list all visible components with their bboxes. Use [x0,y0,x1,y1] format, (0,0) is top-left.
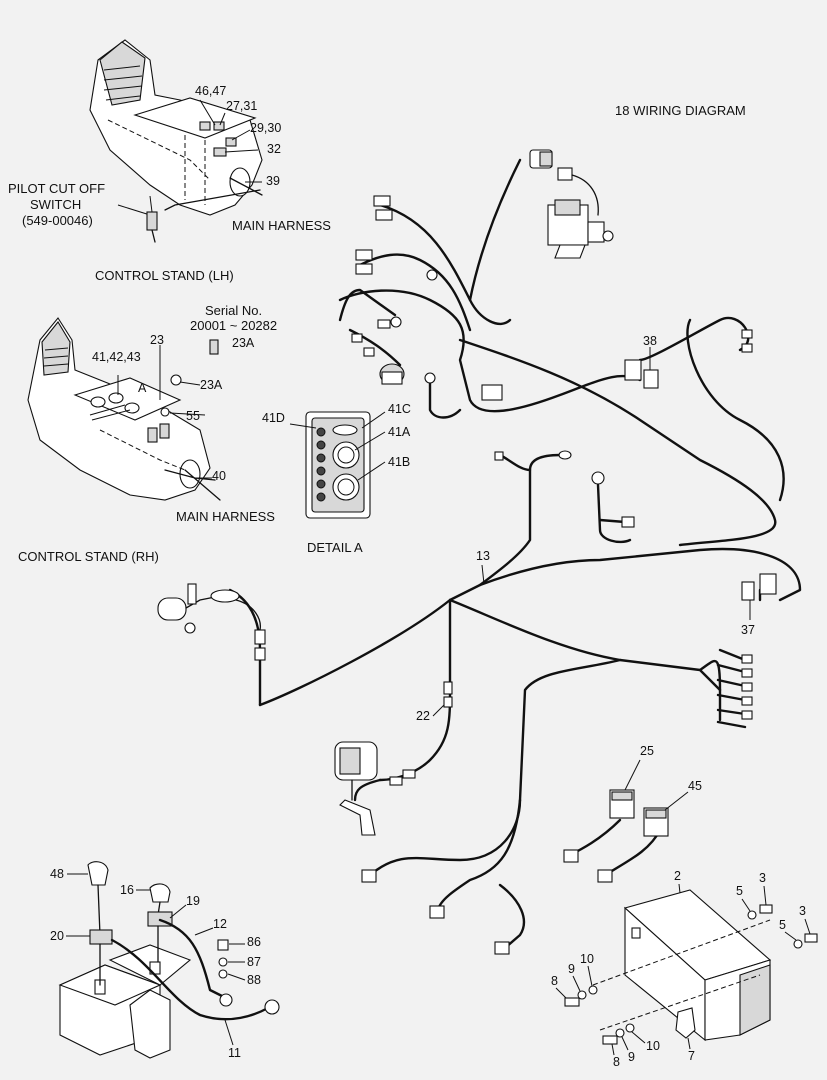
diagram-title: 18 WIRING DIAGRAM [615,103,746,118]
callouts-lh: 46,47 27,31 29,30 32 39 PILOT CUT OFF SW… [8,84,331,283]
callouts-battery: 48 16 19 12 20 86 87 88 11 [50,867,261,1060]
callout-20: 20 [50,929,64,943]
callout-46-47: 46,47 [195,84,226,98]
callout-41d: 41D [262,411,285,425]
battery-cover [564,889,818,1045]
callout-23: 23 [150,333,164,347]
callout-23a: 23A [200,378,223,392]
callouts-detail: 41D 41C 41A 41B DETAIL A [262,402,411,555]
callout-41c: 41C [388,402,411,416]
callout-8b: 8 [613,1055,620,1069]
callout-37: 37 [741,623,755,637]
callout-3a: 3 [759,871,766,885]
main-harness-rh: MAIN HARNESS [176,509,275,524]
detail-a-panel [289,411,386,519]
callout-41b: 41B [388,455,410,469]
callout-3b: 3 [799,904,806,918]
callout-48: 48 [50,867,64,881]
callout-40: 40 [212,469,226,483]
callouts-rh: Serial No. 20001 ~ 20282 23A 23 41,42,43… [18,303,277,564]
callout-45: 45 [688,779,702,793]
callout-41-42-43: 41,42,43 [92,350,141,364]
detail-a-caption: DETAIL A [307,540,363,555]
control-stand-lh-caption: CONTROL STAND (LH) [95,268,234,283]
callout-7: 7 [688,1049,695,1063]
callout-29-30: 29,30 [250,121,281,135]
callout-9a: 9 [568,962,575,976]
callout-2: 2 [674,869,681,883]
callout-16: 16 [120,883,134,897]
serial-no-line1: Serial No. [205,303,262,318]
callouts-cover: 2 5 3 5 3 8 9 10 8 9 10 7 [551,869,811,1069]
callout-19: 19 [186,894,200,908]
pilot-cut-off-line1: PILOT CUT OFF [8,181,105,196]
control-stand-rh [27,317,221,501]
callout-41a: 41A [388,425,411,439]
callout-5b: 5 [779,918,786,932]
callout-86: 86 [247,935,261,949]
callout-87: 87 [247,955,261,969]
callout-8a: 8 [551,974,558,988]
callout-11: 11 [228,1046,241,1060]
callout-13: 13 [476,549,490,563]
main-harness-lh: MAIN HARNESS [232,218,331,233]
callout-5a: 5 [736,884,743,898]
callout-38: 38 [643,334,657,348]
components [157,149,777,955]
control-stand-rh-caption: CONTROL STAND (RH) [18,549,159,564]
control-stand-lh [89,39,263,243]
pilot-cut-off-line3: (549-00046) [22,213,93,228]
callout-22: 22 [416,709,430,723]
serial-no-line2: 20001 ~ 20282 [190,318,277,333]
callout-32: 32 [267,142,281,156]
battery-assembly [58,861,280,1059]
callout-25: 25 [640,744,654,758]
callout-39: 39 [266,174,280,188]
callout-10b: 10 [646,1039,660,1053]
callout-55: 55 [186,409,200,423]
callout-9b: 9 [628,1050,635,1064]
callout-12: 12 [213,917,227,931]
main-harness [228,158,802,950]
callout-a: A [138,381,147,395]
callouts-harness: 38 13 37 22 25 45 [416,334,755,811]
callout-23a-top: 23A [232,336,255,350]
callout-27-31: 27,31 [226,99,257,113]
callout-10a: 10 [580,952,594,966]
pilot-cut-off-line2: SWITCH [30,197,81,212]
callout-88: 88 [247,973,261,987]
